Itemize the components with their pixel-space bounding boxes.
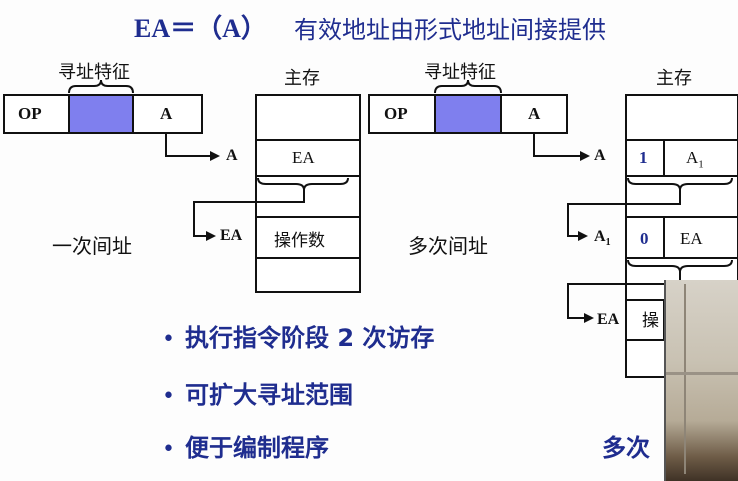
right-a-label: A	[528, 104, 541, 123]
right-arrow-a1	[567, 190, 681, 237]
left-ptr-ea: EA	[220, 227, 243, 244]
bullet-dot-icon: •	[162, 327, 175, 352]
bullet-dot-icon: •	[162, 437, 175, 462]
left-ptr-a: A	[226, 147, 238, 164]
left-cell-ea: EA	[292, 148, 315, 167]
title-formula: EA＝（A）	[134, 14, 267, 43]
title-description: 有效地址由形式地址间接提供	[294, 16, 606, 44]
right-flag-0: 0	[640, 229, 649, 248]
right-addr-feature-label: 寻址特征	[424, 62, 496, 83]
right-caption: 多次间址	[408, 234, 488, 258]
left-main-memory	[255, 94, 361, 293]
window-frame	[684, 284, 686, 474]
right-cell-operand-partial: 操	[642, 311, 659, 331]
bullet-dot-icon: •	[162, 384, 175, 409]
left-arrow-ea	[193, 190, 305, 237]
bullet-item: •便于编制程序	[162, 434, 329, 462]
left-a-label: A	[160, 104, 173, 123]
right-addr-feature-field	[434, 94, 502, 134]
right-op-label: OP	[384, 104, 408, 123]
right-cell-a1: A1	[686, 148, 704, 171]
right-brace	[434, 79, 502, 94]
right-ptr-a: A	[594, 147, 606, 164]
left-addr-feature-field	[68, 94, 134, 134]
bullet-item: •执行指令阶段 2 次访存	[162, 324, 435, 352]
left-brace	[68, 79, 134, 94]
left-addr-feature-label: 寻址特征	[58, 62, 130, 83]
bottom-partial-text: 多次	[602, 434, 650, 462]
left-op-label: OP	[18, 104, 42, 123]
left-arrow-a	[165, 133, 212, 157]
left-memory-title: 主存	[284, 68, 320, 89]
right-ptr-a1: A1	[594, 228, 611, 249]
left-cell-operand: 操作数	[274, 231, 325, 251]
right-flag-1: 1	[639, 148, 648, 167]
left-caption: 一次间址	[52, 234, 132, 258]
bullet-item: •可扩大寻址范围	[162, 381, 353, 409]
webcam-overlay	[664, 280, 738, 481]
window-sill	[666, 372, 738, 375]
right-arrow-a	[533, 133, 582, 157]
right-cell-ea: EA	[680, 229, 703, 248]
right-memory-title: 主存	[656, 68, 692, 89]
right-ptr-ea: EA	[597, 311, 620, 328]
